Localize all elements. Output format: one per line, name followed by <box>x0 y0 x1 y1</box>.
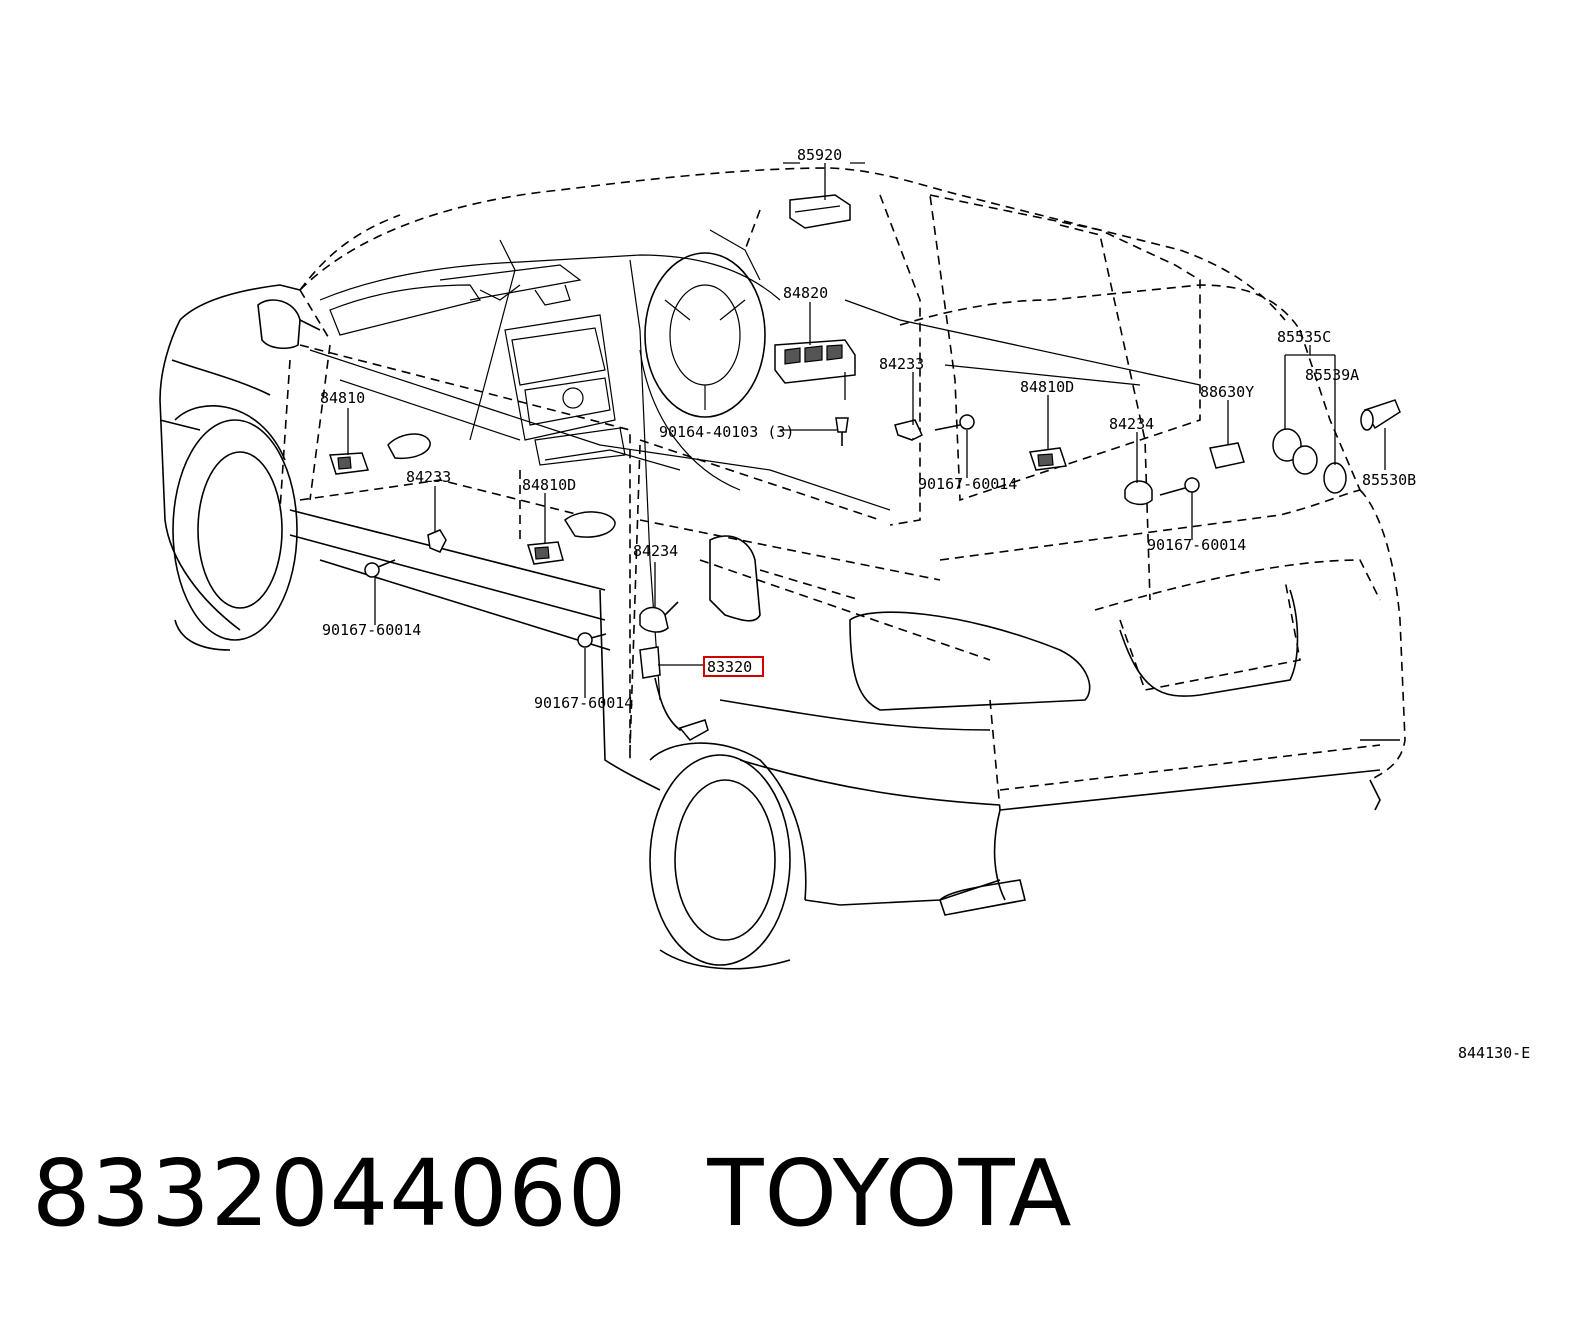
label-85530b[interactable]: 85530B <box>1362 471 1416 489</box>
label-84233-left[interactable]: 84233 <box>406 468 451 486</box>
car-outline <box>159 167 1406 970</box>
part-85920-icon[interactable] <box>789 194 851 229</box>
callout-labels: 85920 84820 85535C 84233 85539A 84810D 8… <box>320 146 1530 1062</box>
label-90164[interactable]: 90164-40103 (3) <box>659 423 794 441</box>
label-90167-mid[interactable]: 90167-60014 <box>534 694 633 712</box>
part-90167-right1-screw-icon[interactable] <box>934 414 975 431</box>
label-84810d-right[interactable]: 84810D <box>1020 378 1074 396</box>
left-door-handle-icon <box>387 433 431 460</box>
label-90167-right2[interactable]: 90167-60014 <box>1147 536 1246 554</box>
label-84810d-mid[interactable]: 84810D <box>522 476 576 494</box>
dashboard <box>299 229 891 701</box>
part-90167-right2-screw-icon[interactable] <box>1159 477 1200 496</box>
label-85535c[interactable]: 85535C <box>1277 328 1331 346</box>
label-85920[interactable]: 85920 <box>797 146 842 164</box>
part-85539a-icon[interactable] <box>1323 462 1347 494</box>
highlight-box <box>703 656 764 677</box>
parts-diagram: 85920 84820 85535C 84233 85539A 84810D 8… <box>159 146 1530 1062</box>
part-90164-screw-icon[interactable] <box>835 417 849 446</box>
part-84820-icon[interactable] <box>774 339 856 384</box>
part-84234-right-icon[interactable] <box>1124 480 1153 506</box>
part-84810d-right-icon[interactable] <box>1029 447 1067 471</box>
part-84233-left-icon[interactable] <box>427 529 447 553</box>
part-90167-left-screw-icon[interactable] <box>364 559 396 578</box>
part-88630y-icon[interactable] <box>1209 442 1245 469</box>
part-83320-icon[interactable] <box>639 646 709 741</box>
label-84820[interactable]: 84820 <box>783 284 828 302</box>
mid-door-handle-icon <box>564 511 616 538</box>
part-84810d-mid-icon[interactable] <box>527 541 564 565</box>
diagram-reference: 844130-E <box>1458 1044 1530 1062</box>
part-85530b-icon[interactable] <box>1360 399 1401 431</box>
brand-name: TOYOTA <box>707 1140 1073 1247</box>
label-88630y[interactable]: 88630Y <box>1200 383 1254 401</box>
part-84233-right-icon[interactable] <box>894 419 923 441</box>
part-number: 8332044060 <box>32 1140 628 1247</box>
part-caption: 8332044060 TOYOTA <box>32 1140 1073 1247</box>
label-83320[interactable]: 83320 <box>707 658 752 676</box>
label-84234-mid[interactable]: 84234 <box>633 542 678 560</box>
label-84233-right[interactable]: 84233 <box>879 355 924 373</box>
part-90167-mid-screw-icon[interactable] <box>577 632 607 648</box>
label-85539a[interactable]: 85539A <box>1305 366 1359 384</box>
label-84810-left[interactable]: 84810 <box>320 389 365 407</box>
part-85535c-icon[interactable] <box>1272 428 1318 475</box>
part-84810-icon[interactable] <box>328 452 370 475</box>
part-84234-mid-icon[interactable] <box>639 601 679 633</box>
leader-lines <box>347 162 1386 698</box>
parts <box>328 194 1401 741</box>
label-90167-right1[interactable]: 90167-60014 <box>918 475 1017 493</box>
label-90167-left[interactable]: 90167-60014 <box>322 621 421 639</box>
label-84234-right[interactable]: 84234 <box>1109 415 1154 433</box>
